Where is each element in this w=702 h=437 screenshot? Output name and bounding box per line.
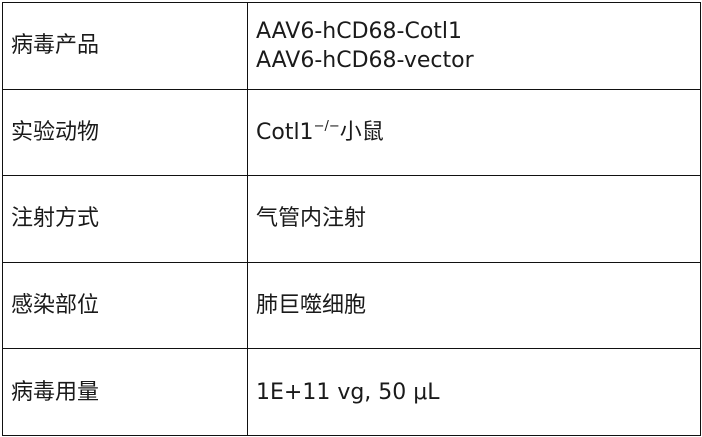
knockout-superscript: −/− (313, 118, 340, 134)
row-label: 病毒产品 (2, 2, 248, 90)
row-label: 注射方式 (2, 175, 248, 263)
row-value: AAV6-hCD68-Cotl1 AAV6-hCD68-vector (247, 2, 701, 90)
table-row: 注射方式 气管内注射 (2, 175, 701, 263)
table-row: 病毒产品 AAV6-hCD68-Cotl1 AAV6-hCD68-vector (2, 2, 701, 90)
table-row: 感染部位 肺巨噬细胞 (2, 261, 701, 350)
row-label: 病毒用量 (2, 348, 248, 436)
animal-species: 小鼠 (339, 119, 384, 145)
row-label: 感染部位 (2, 261, 248, 350)
row-value: Cotl1−/−小鼠 (247, 88, 701, 177)
table-row: 病毒用量 1E+11 vg, 50 μL (2, 348, 701, 436)
row-value: 肺巨噬细胞 (247, 261, 701, 350)
animal-gene: Cotl1 (256, 119, 314, 145)
table-row: 实验动物 Cotl1−/−小鼠 (2, 88, 701, 177)
virus-product-1: AAV6-hCD68-Cotl1 (256, 18, 463, 44)
row-value: 气管内注射 (247, 175, 701, 263)
virus-product-2: AAV6-hCD68-vector (256, 47, 474, 73)
row-label: 实验动物 (2, 88, 248, 177)
row-value: 1E+11 vg, 50 μL (247, 348, 701, 436)
